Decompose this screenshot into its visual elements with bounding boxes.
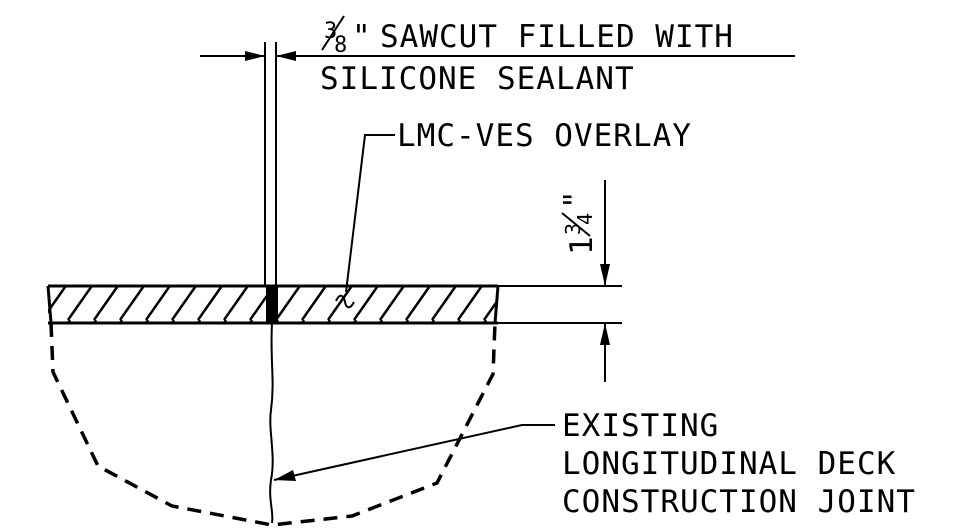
svg-text:1: 1: [564, 235, 600, 255]
overlay-label: LMC-VES OVERLAY: [397, 118, 692, 154]
svg-text:": ": [352, 19, 372, 55]
thickness-dimension: 1 3 4 ": [498, 180, 622, 382]
svg-text:4: 4: [573, 213, 597, 225]
sawcut-sealant: [264, 42, 278, 323]
svg-text:8: 8: [334, 33, 347, 58]
svg-text:": ": [558, 189, 594, 209]
joint-label-line2: LONGITUDINAL DECK: [562, 446, 896, 482]
overlay-callout: LMC-VES OVERLAY: [335, 118, 692, 309]
joint-label-line3: CONSTRUCTION JOINT: [562, 484, 916, 520]
sawcut-label-line2: SILICONE SEALANT: [320, 61, 635, 97]
joint-label-line1: EXISTING: [562, 408, 719, 444]
construction-joint-line: [269, 322, 274, 524]
existing-deck-outline: [49, 322, 497, 527]
sawcut-label: 3 8 " SAWCUT FILLED WITH SILICONE SEALAN…: [320, 15, 734, 97]
svg-text:3: 3: [324, 19, 337, 44]
sawcut-width-dimension: [200, 51, 795, 61]
sawcut-label-line1: SAWCUT FILLED WITH: [380, 19, 734, 55]
joint-callout: EXISTING LONGITUDINAL DECK CONSTRUCTION …: [273, 408, 916, 520]
